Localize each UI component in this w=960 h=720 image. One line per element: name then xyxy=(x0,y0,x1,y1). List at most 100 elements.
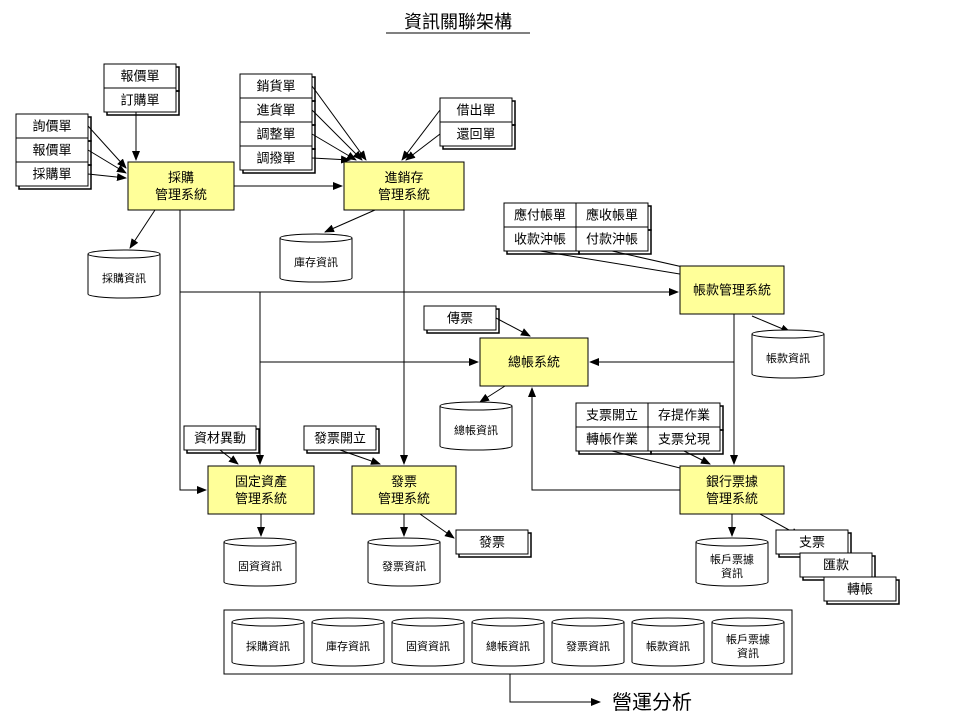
database-label: 帳款資訊 xyxy=(766,351,810,365)
database-label: 採購資訊 xyxy=(102,271,146,285)
warehouse-db: 總帳資訊 xyxy=(471,617,545,667)
database-label: 庫存資訊 xyxy=(294,255,338,269)
doc-lend: 借出單 xyxy=(439,97,516,126)
connector xyxy=(129,209,156,249)
doc-label: 應收帳單 xyxy=(586,208,638,224)
database-label: 採購資訊 xyxy=(246,639,290,653)
doc-transfer: 調撥單 xyxy=(239,145,316,174)
doc-label: 支票 xyxy=(799,536,825,551)
connector xyxy=(495,317,531,337)
doc-label: 採購單 xyxy=(32,168,71,183)
connector xyxy=(419,513,455,539)
systems: 採購管理系統進銷存管理系統帳款管理系統總帳系統固定資產管理系統發票管理系統銀行票… xyxy=(127,161,785,515)
doc-quote-top: 報價單 xyxy=(103,63,180,92)
db-purchase-info: 採購資訊 xyxy=(87,249,161,299)
db-stock-info: 庫存資訊 xyxy=(279,233,353,283)
system-accounts: 帳款管理系統 xyxy=(679,265,785,315)
database-label: 發票資訊 xyxy=(382,559,426,573)
warehouse-db: 採購資訊 xyxy=(231,617,305,667)
doc-label: 轉帳 xyxy=(847,583,873,598)
doc-label: 資材異動 xyxy=(194,432,246,447)
db-invoice-info: 發票資訊 xyxy=(367,537,441,587)
doc-label: 傳票 xyxy=(447,312,473,327)
diagram-title: 資訊關聯架構 xyxy=(404,12,512,33)
doc-label: 詢價單 xyxy=(32,119,71,135)
database-label: 固資資訊 xyxy=(406,639,450,653)
system-label: 管理系統 xyxy=(378,188,430,203)
database-label: 資訊 xyxy=(721,566,743,580)
doc-return: 還回單 xyxy=(439,121,516,150)
database-label: 總帳資訊 xyxy=(454,423,498,437)
connector xyxy=(87,173,127,182)
system-label: 採購 xyxy=(168,171,194,186)
connector xyxy=(589,314,735,366)
doc-label: 收款沖帳 xyxy=(514,233,566,248)
doc-deposit-op: 存提作業 xyxy=(647,402,724,431)
system-label: 管理系統 xyxy=(378,492,430,507)
connector xyxy=(479,385,506,403)
database-label: 發票資訊 xyxy=(566,639,610,653)
doc-receipt-offset: 收款沖帳 xyxy=(503,226,580,255)
db-asset-info: 固資資訊 xyxy=(223,537,297,587)
database-label: 固資資訊 xyxy=(238,559,282,573)
warehouse-db: 發票資訊 xyxy=(551,617,625,667)
doc-quote-left: 報價單 xyxy=(15,137,92,166)
system-label: 管理系統 xyxy=(706,492,758,507)
warehouse-db: 固資資訊 xyxy=(391,617,465,667)
connector xyxy=(324,209,376,233)
doc-check-cash: 支票兌現 xyxy=(647,426,724,455)
doc-label: 發票開立 xyxy=(314,432,366,447)
connector xyxy=(311,85,367,161)
connector xyxy=(528,387,680,491)
doc-label: 調撥單 xyxy=(256,152,295,167)
database-label: 總帳資訊 xyxy=(486,639,530,653)
system-label: 發票 xyxy=(391,475,417,490)
system-label: 固定資產 xyxy=(235,474,287,490)
database-label: 資訊 xyxy=(737,646,759,660)
connectors xyxy=(87,85,801,706)
db-account-info: 帳款資訊 xyxy=(751,329,825,379)
connector xyxy=(509,674,601,706)
database-label: 庫存資訊 xyxy=(326,639,370,653)
connector xyxy=(339,449,381,465)
connector xyxy=(219,449,239,465)
doc-inquiry: 詢價單 xyxy=(15,113,92,142)
connector xyxy=(311,109,363,161)
doc-transfer-op: 轉帳作業 xyxy=(575,426,652,455)
doc-label: 報價單 xyxy=(120,70,159,85)
doc-remit-out: 匯款 xyxy=(799,552,876,581)
database-label: 帳戶票據 xyxy=(726,632,770,646)
doc-label: 還回單 xyxy=(456,128,495,143)
doc-purchase-req: 採購單 xyxy=(15,161,92,190)
warehouse-db: 帳款資訊 xyxy=(631,617,705,667)
doc-label: 付款沖帳 xyxy=(586,233,638,248)
system-label: 銀行票據 xyxy=(706,475,758,490)
connector xyxy=(401,109,441,161)
connector xyxy=(87,125,127,169)
doc-label: 借出單 xyxy=(456,104,495,119)
doc-transfer-out: 轉帳 xyxy=(823,576,900,605)
doc-label: 進貨單 xyxy=(256,103,295,119)
connector xyxy=(179,210,207,494)
doc-incoming: 進貨單 xyxy=(239,97,316,126)
database-label: 帳款資訊 xyxy=(646,639,690,653)
system-label: 進銷存 xyxy=(384,170,423,186)
doc-check-issue: 支票開立 xyxy=(575,402,652,431)
system-ledger: 總帳系統 xyxy=(479,337,589,387)
doc-label: 報價單 xyxy=(32,144,71,159)
database-label: 帳戶票據 xyxy=(710,552,754,566)
system-label: 帳款管理系統 xyxy=(693,284,771,299)
doc-label: 發票 xyxy=(479,536,505,551)
doc-label: 支票開立 xyxy=(586,409,638,424)
analysis-label: 營運分析 xyxy=(612,690,692,714)
connector xyxy=(539,250,705,281)
doc-payment-offset: 付款沖帳 xyxy=(575,226,652,255)
doc-invoice-out: 發票 xyxy=(455,529,532,558)
